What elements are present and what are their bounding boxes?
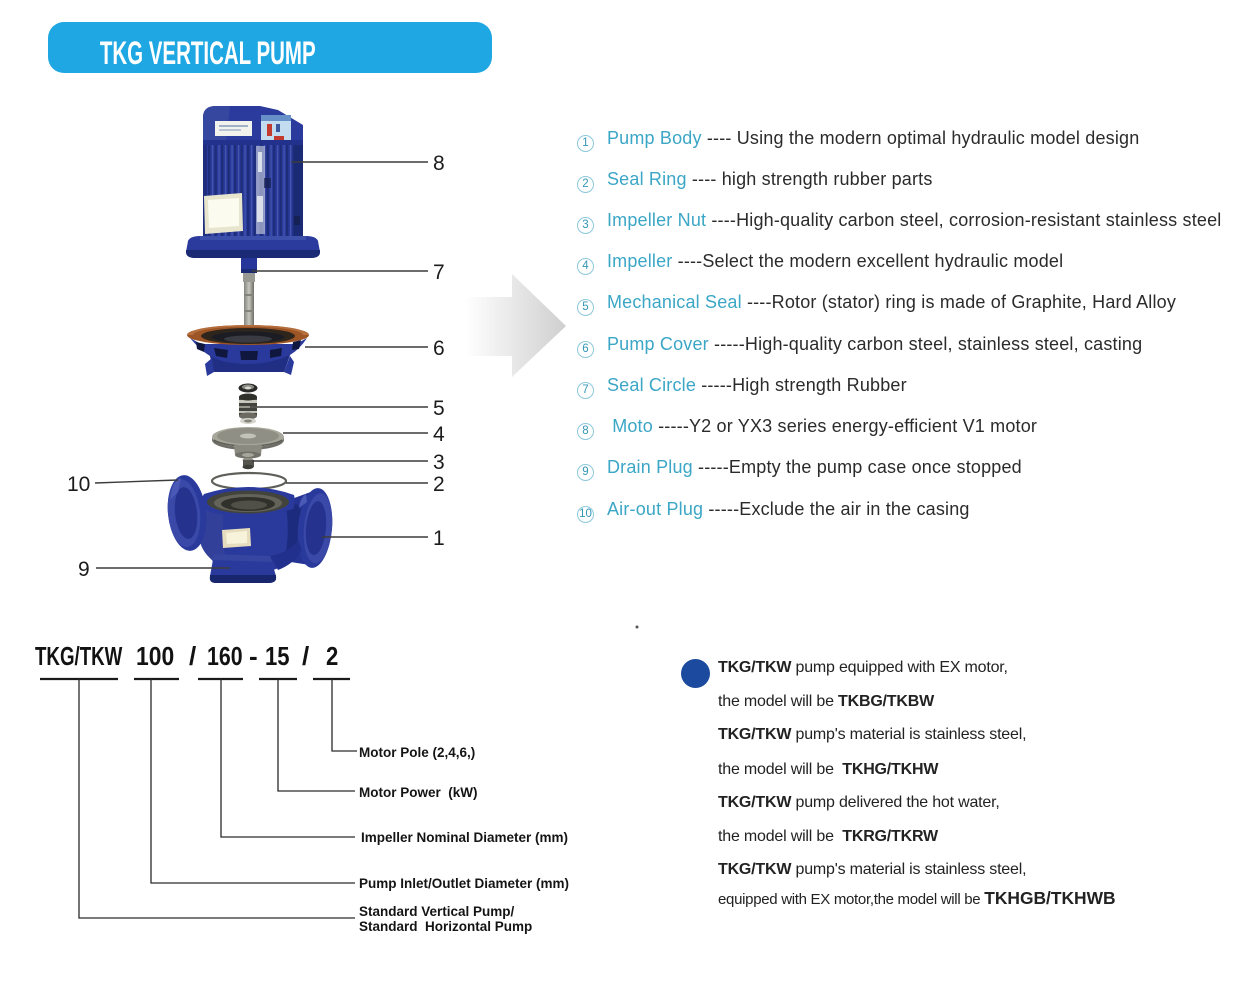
svg-text:9: 9 bbox=[78, 558, 90, 581]
svg-text:6: 6 bbox=[433, 337, 445, 360]
svg-text:10: 10 bbox=[67, 473, 90, 496]
svg-text:4: 4 bbox=[433, 423, 445, 446]
svg-text:1: 1 bbox=[433, 527, 445, 550]
svg-text:7: 7 bbox=[433, 261, 445, 284]
svg-text:2: 2 bbox=[433, 473, 445, 496]
svg-text:3: 3 bbox=[433, 451, 445, 474]
svg-text:5: 5 bbox=[433, 397, 445, 420]
svg-text:8: 8 bbox=[433, 152, 445, 175]
